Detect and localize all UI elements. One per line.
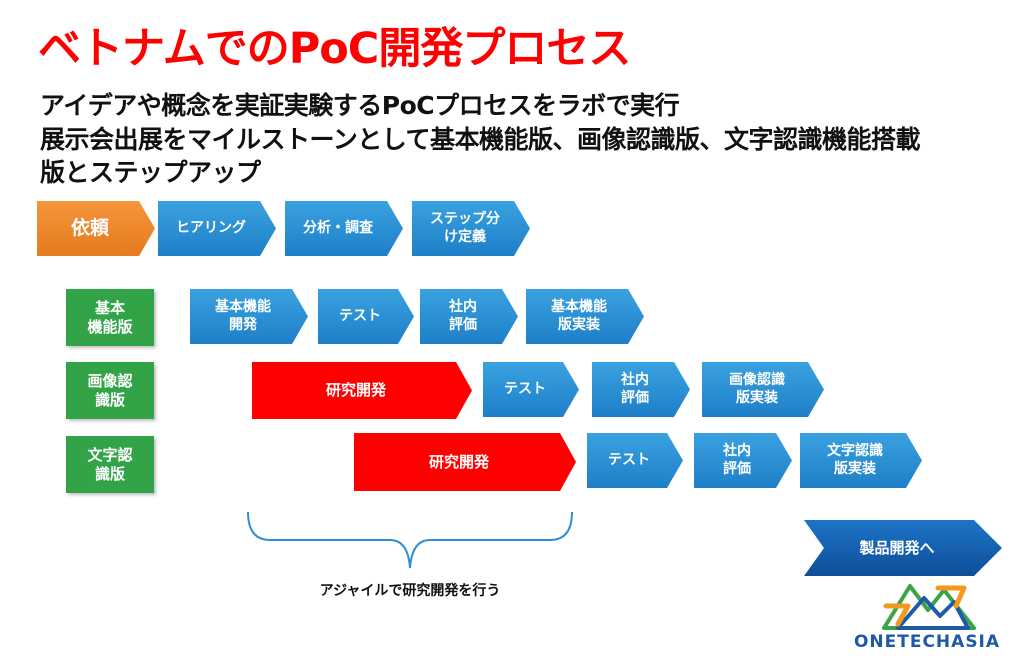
hearing-arrow: ヒアリング — [158, 201, 276, 256]
subtitle-line-3: 版とステップアップ — [40, 158, 261, 187]
text-impl-arrow: 文字認識 版実装 — [800, 433, 922, 488]
basic-impl-arrow: 基本機能 版実装 — [526, 289, 644, 344]
image-impl-arrow: 画像認識 版実装 — [702, 362, 824, 417]
subtitle-line-2: 展示会出展をマイルストーンとして基本機能版、画像認識版、文字認識機能搭載 — [40, 125, 921, 154]
track-label-image: 画像認 識版 — [66, 362, 154, 419]
product-dev-arrow: 製品開発へ — [804, 520, 1002, 576]
agile-brace — [247, 511, 573, 569]
image-research-arrow: 研究開発 — [252, 362, 472, 419]
subtitle-line-1: アイデアや概念を実証実験するPoCプロセスをラボで実行 — [40, 91, 680, 120]
text-research-arrow: 研究開発 — [354, 433, 576, 491]
agile-label: アジャイルで研究開発を行う — [319, 583, 501, 599]
page-title: ベトナムでのPoC開発プロセス — [38, 24, 631, 74]
track-label-text: 文字認 識版 — [66, 436, 154, 493]
text-eval-arrow: 社内 評価 — [694, 433, 792, 488]
image-test-arrow: テスト — [483, 362, 579, 417]
track-label-basic: 基本 機能版 — [66, 289, 154, 346]
analysis-arrow: 分析・調査 — [285, 201, 403, 256]
logo-wordmark: ONETECHASIA — [853, 632, 1001, 652]
image-eval-arrow: 社内 評価 — [592, 362, 690, 417]
text-test-arrow: テスト — [587, 433, 683, 488]
step-definition-arrow: ステップ分 け定義 — [412, 201, 530, 256]
basic-test-arrow: テスト — [318, 289, 414, 344]
onetechasia-logo-icon — [882, 584, 976, 630]
request-arrow: 依頼 — [37, 201, 155, 256]
basic-eval-arrow: 社内 評価 — [420, 289, 518, 344]
basic-dev-arrow: 基本機能 開発 — [190, 289, 308, 344]
